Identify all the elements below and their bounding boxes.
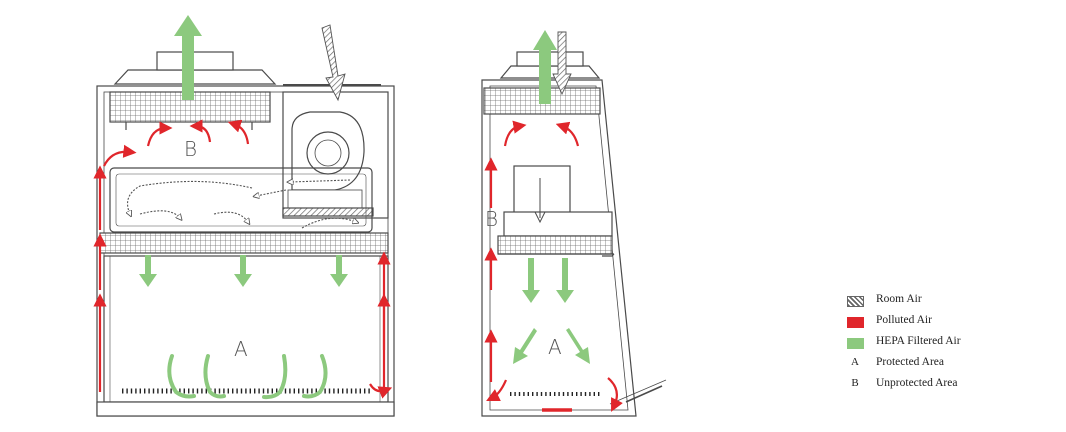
- front-zone-a-label: A: [234, 337, 248, 361]
- legend-marker: A: [851, 356, 859, 368]
- side-polluted-airflow: [484, 120, 623, 412]
- front-exhaust-housing: [113, 69, 277, 85]
- side-hepa-airflow: [513, 30, 590, 364]
- front-hepa-airflow: [139, 15, 348, 287]
- legend: Room Air Polluted Air HEPA Filtered Air …: [846, 292, 1056, 397]
- side-sash: [625, 385, 663, 403]
- side-zone-a-label: A: [548, 335, 562, 359]
- legend-polluted-air-swatch: [847, 317, 864, 328]
- legend-label: Polluted Air: [876, 314, 932, 326]
- front-room-air-inlet-arrow: [321, 24, 346, 102]
- legend-unprotected-area: B Unprotected Area: [846, 376, 1056, 397]
- side-room-air-inlet-arrow: [552, 31, 572, 96]
- legend-label: Room Air: [876, 293, 922, 305]
- front-exhaust-green-arrow: [174, 15, 202, 100]
- side-zone-b-label: B: [485, 207, 498, 231]
- legend-hepa-air: HEPA Filtered Air: [846, 334, 1056, 355]
- legend-label: Unprotected Area: [876, 377, 958, 389]
- legend-protected-area: A Protected Area: [846, 355, 1056, 376]
- legend-marker: B: [851, 377, 859, 389]
- legend-room-air-swatch: [847, 296, 864, 307]
- side-supply-hepa-filter: [497, 235, 613, 255]
- legend-label: HEPA Filtered Air: [876, 335, 961, 347]
- front-plenum: [109, 167, 373, 233]
- front-plenum-airflow: [128, 180, 356, 229]
- front-zone-b-label: B: [184, 137, 197, 161]
- legend-room-air: Room Air: [846, 292, 1056, 313]
- front-supply-hepa-filter: [99, 232, 389, 254]
- side-blower-box: [513, 165, 571, 217]
- legend-hepa-air-swatch: [847, 338, 864, 349]
- side-view: [481, 51, 667, 417]
- side-exhaust-green-arrow: [533, 30, 557, 104]
- legend-label: Protected Area: [876, 356, 945, 368]
- legend-polluted-air: Polluted Air: [846, 313, 1056, 334]
- front-polluted-airflow: [93, 119, 393, 399]
- front-downflow-curls: [167, 354, 328, 400]
